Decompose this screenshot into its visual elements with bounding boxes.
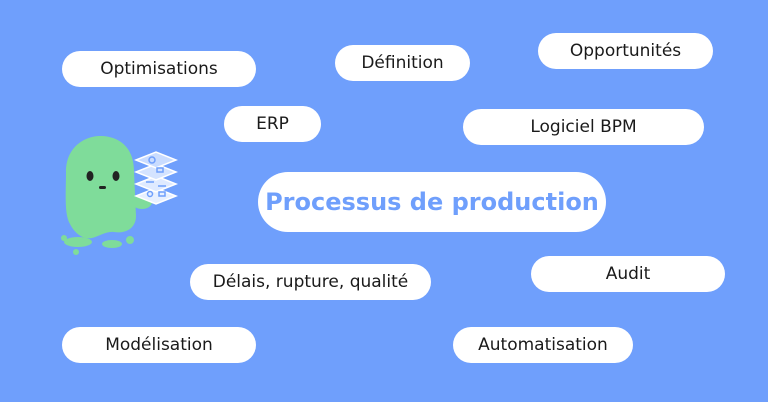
tag-opportunites: Opportunités: [538, 33, 713, 69]
tag-automatisation: Automatisation: [453, 327, 633, 363]
tag-modelisation: Modélisation: [62, 327, 256, 363]
tag-erp: ERP: [224, 106, 321, 142]
tag-delais: Délais, rupture, qualité: [190, 264, 431, 300]
tag-audit: Audit: [531, 256, 725, 292]
center-topic: Processus de production: [258, 172, 606, 232]
tag-optimisations: Optimisations: [62, 51, 256, 87]
ghost-mascot-icon: [61, 136, 179, 255]
process-stack-icon: [133, 151, 179, 205]
tag-logiciel-bpm: Logiciel BPM: [463, 109, 704, 145]
tag-definition: Définition: [335, 45, 470, 81]
